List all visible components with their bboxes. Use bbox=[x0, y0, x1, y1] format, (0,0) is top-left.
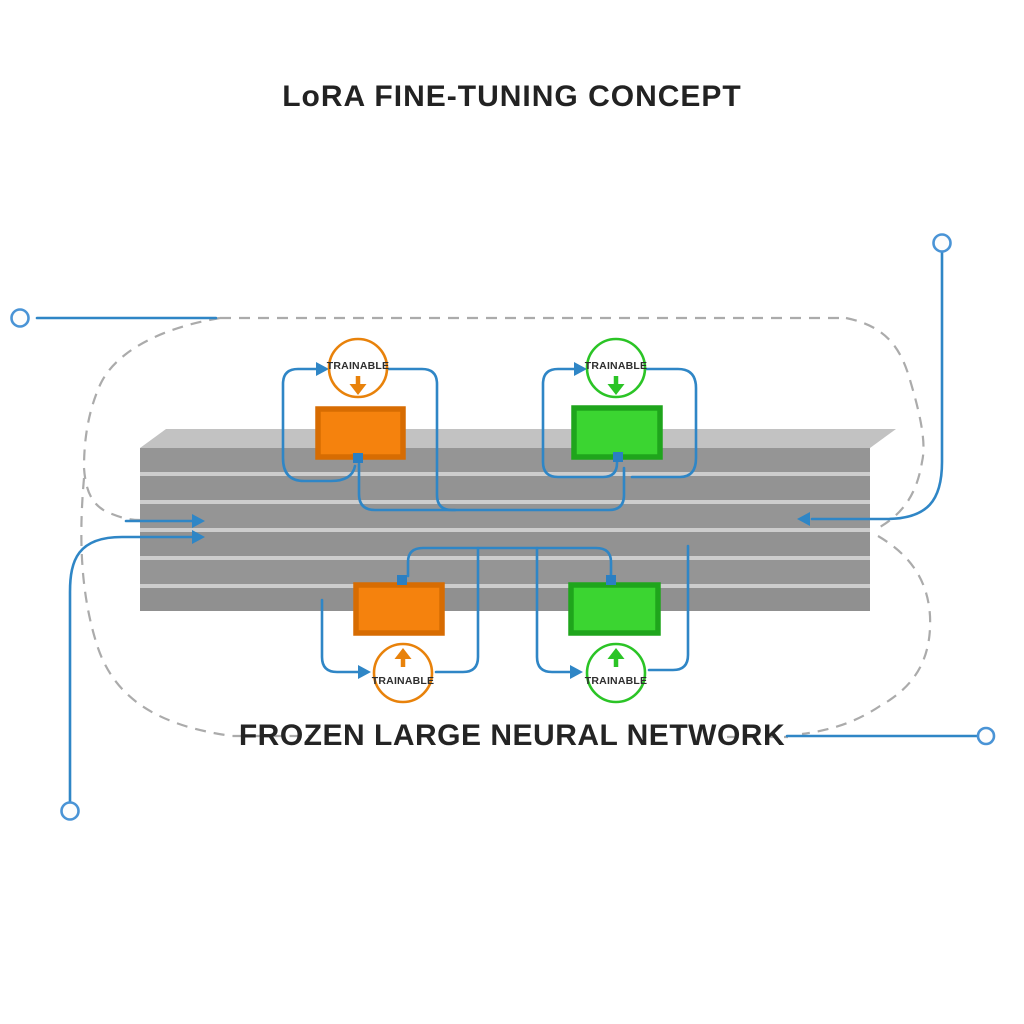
connector-dot bbox=[397, 575, 407, 585]
wire-orange-block-drop bbox=[357, 462, 457, 512]
io-node-top-right bbox=[932, 233, 952, 253]
up-arrow-icon bbox=[394, 648, 412, 659]
right-arrow-icon bbox=[574, 362, 587, 376]
down-arrow-icon bbox=[349, 384, 367, 395]
right-arrow-icon bbox=[570, 665, 583, 679]
network-layer bbox=[140, 448, 870, 472]
wire-bottom-right-return bbox=[647, 544, 690, 672]
wire-top-left-output bbox=[385, 367, 626, 512]
wire-bottom-trunk bbox=[406, 546, 613, 578]
dashed-top-right-corner bbox=[845, 316, 925, 528]
network-top-face bbox=[140, 429, 896, 448]
adapter-block-bottom-right bbox=[568, 582, 661, 636]
network-layer bbox=[140, 588, 870, 611]
connector-dot bbox=[353, 453, 363, 463]
network-layer bbox=[140, 532, 870, 556]
io-line-bottom-left bbox=[68, 535, 194, 803]
trainable-label: TRAINABLE bbox=[327, 360, 389, 372]
io-line-top-right bbox=[810, 250, 944, 521]
badge-circle bbox=[327, 337, 389, 399]
connector-dot bbox=[613, 452, 623, 462]
dashed-top-left-corner bbox=[82, 316, 221, 469]
network-layer-gaps bbox=[140, 448, 870, 611]
network-layer bbox=[140, 476, 870, 500]
badge-circle bbox=[372, 642, 434, 704]
adapter-block-top-right bbox=[571, 405, 663, 460]
frozen-network-label: FROZEN LARGE NEURAL NETWORK bbox=[238, 719, 786, 752]
wire-bottom-left-feed bbox=[320, 598, 361, 674]
dashed-bottom-left-corner bbox=[80, 477, 310, 738]
connector-squares bbox=[353, 452, 623, 585]
io-node-bottom-right bbox=[976, 726, 996, 746]
left-arrow-icon bbox=[797, 512, 810, 526]
wire-top-left-input bbox=[281, 367, 357, 483]
up-arrow-icon bbox=[607, 648, 625, 659]
dashed-left-into-network bbox=[82, 467, 141, 522]
frozen-network-slab bbox=[140, 429, 896, 611]
trainable-label: TRAINABLE bbox=[585, 360, 647, 372]
wire-top-right-output bbox=[630, 367, 698, 479]
io-lines bbox=[35, 250, 979, 803]
adapter-block-top-left bbox=[315, 406, 406, 460]
right-arrow-icon bbox=[358, 665, 371, 679]
flow-arrowheads bbox=[192, 362, 810, 679]
wire-top-right-input bbox=[541, 367, 619, 479]
wire-bottom-right-feed bbox=[535, 546, 573, 674]
trainable-label: TRAINABLE bbox=[585, 675, 647, 687]
trainable-badge-bottom-right: TRAINABLE bbox=[585, 642, 647, 704]
trainable-badge-top-left: TRAINABLE bbox=[327, 337, 389, 399]
adapter-block-bottom-left bbox=[353, 582, 445, 636]
badge-circle bbox=[585, 642, 647, 704]
trainable-badge-bottom-left: TRAINABLE bbox=[372, 642, 434, 704]
badge-circle bbox=[585, 337, 647, 399]
down-arrow-icon bbox=[607, 384, 625, 395]
io-endpoint-nodes bbox=[10, 233, 996, 821]
right-arrow-icon bbox=[192, 514, 205, 528]
connector-dot bbox=[606, 575, 616, 585]
io-node-bottom-left bbox=[60, 801, 80, 821]
page-title: LoRA FINE-TUNING CONCEPT bbox=[282, 80, 742, 113]
io-node-left bbox=[10, 308, 30, 328]
network-layer bbox=[140, 504, 870, 528]
trainable-badges: TRAINABLE TRAINABLE TRAINABLE TR bbox=[327, 337, 647, 704]
dashed-bottom-right-corner bbox=[801, 535, 932, 736]
right-arrow-icon bbox=[316, 362, 329, 376]
trainable-badge-top-right: TRAINABLE bbox=[585, 337, 647, 399]
right-arrow-icon bbox=[192, 530, 205, 544]
adapter-blocks bbox=[315, 405, 663, 636]
dashed-flow-loop bbox=[80, 316, 932, 739]
trainable-label: TRAINABLE bbox=[372, 675, 434, 687]
wire-bottom-left-return bbox=[434, 546, 480, 674]
network-layer bbox=[140, 560, 870, 584]
adapter-wiring bbox=[281, 367, 698, 674]
